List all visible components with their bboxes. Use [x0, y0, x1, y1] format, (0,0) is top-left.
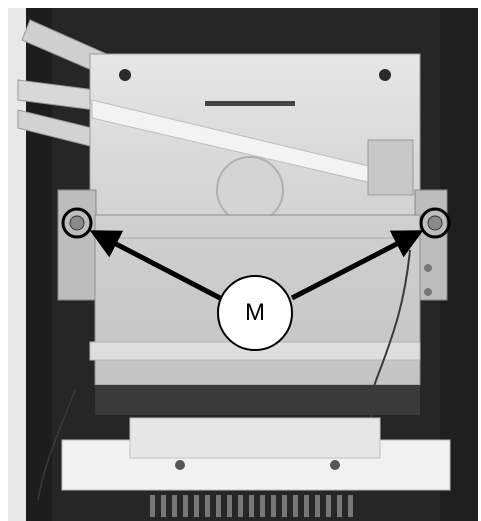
mount-hole-right	[379, 69, 391, 81]
left-bracket	[57, 189, 97, 301]
arrow-icon	[89, 230, 222, 301]
mount-hole-left	[119, 69, 131, 81]
callout-label: M	[245, 299, 265, 326]
side-screw-2	[424, 288, 432, 296]
wire-left	[37, 389, 76, 501]
dark-band	[95, 385, 420, 415]
connector-block	[367, 139, 414, 196]
motor-outline	[216, 156, 284, 224]
side-screw-1	[424, 264, 432, 272]
tray-screw-left	[175, 460, 185, 470]
screw-icon	[61, 207, 93, 239]
screw-icon	[419, 207, 451, 239]
panel-slot	[205, 101, 295, 106]
tray-screw-right	[330, 460, 340, 470]
left-edge	[8, 8, 26, 521]
callout-circle	[217, 275, 293, 351]
vent-grille	[150, 495, 353, 517]
arrow-icon	[290, 230, 424, 301]
tray-inner	[129, 417, 381, 459]
